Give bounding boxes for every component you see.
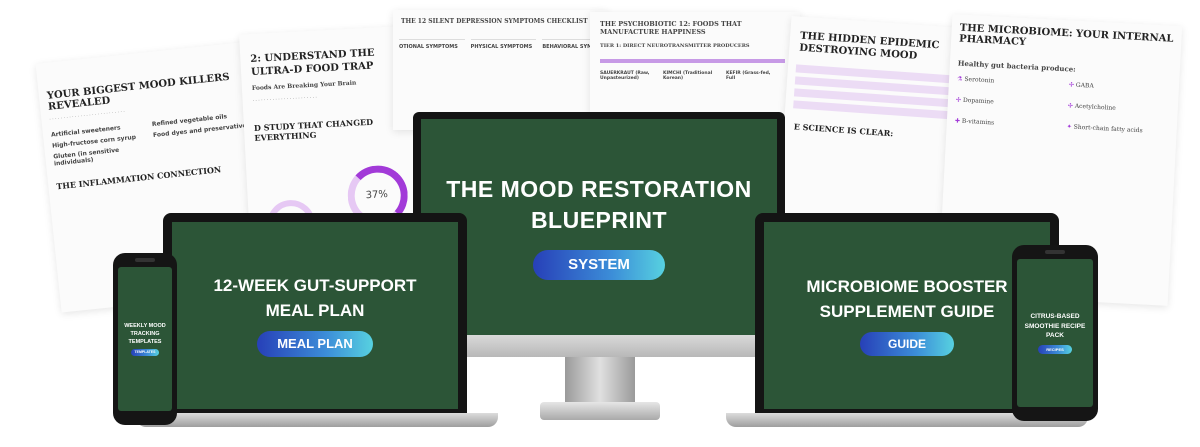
laptop-right-screen: MICROBIOME BOOSTER SUPPLEMENT GUIDE GUID… — [764, 222, 1050, 409]
doc-subtitle: Healthy gut bacteria produce: — [957, 58, 1076, 74]
pill-icon: ✚ — [954, 117, 961, 125]
monitor-chin — [413, 335, 785, 357]
doc-title: THE 12 SILENT DEPRESSION SYMPTOMS CHECKL… — [401, 18, 588, 25]
section-heading: THE INFLAMMATION CONNECTION — [55, 164, 222, 192]
doc-title: THE PSYCHOBIOTIC 12: FOODS THAT MANUFACT… — [600, 20, 742, 37]
badge-guide: GUIDE — [860, 332, 954, 357]
product-title-line1: THE MOOD RESTORATION — [446, 175, 752, 202]
phone-right-screen: CITRUS-BASED SMOOTHIE RECIPE PACK RECIPE… — [1017, 259, 1093, 407]
product-title-line2: TEMPLATES — [128, 339, 162, 346]
stat-value: 37% — [365, 189, 389, 202]
molecule-icon: ✣ — [1067, 102, 1074, 110]
chain-icon: ✦ — [1066, 123, 1072, 131]
laptop-right: MICROBIOME BOOSTER SUPPLEMENT GUIDE GUID… — [755, 213, 1059, 413]
badge-recipes: RECIPES — [1038, 345, 1072, 355]
column-header: PHYSICAL SYMPTOMS — [470, 39, 537, 50]
food-item: SAUERKRAUT (Raw, Unpasteurized) — [600, 70, 650, 81]
doc-checklist: THE 12 SILENT DEPRESSION SYMPTOMS CHECKL… — [393, 10, 608, 130]
desktop-monitor: THE MOOD RESTORATION BLUEPRINT SYSTEM — [413, 112, 785, 357]
badge-templates: TEMPLATES — [131, 349, 159, 357]
food-item: KIMCHI (Traditional Korean) — [663, 70, 713, 81]
doc-title: THE MICROBIOME: YOUR INTERNAL PHARMACY — [958, 22, 1174, 49]
column-header: OTIONAL SYMPTOMS — [399, 39, 465, 50]
phone-left-screen: WEEKLY MOOD TRACKING TEMPLATES TEMPLATES — [118, 267, 172, 411]
monitor-stand-base — [540, 402, 660, 420]
list-item: Serotonin — [964, 75, 995, 85]
laptop-left-base — [136, 413, 498, 427]
list-item: Dopamine — [962, 96, 994, 106]
laptop-left-screen: 12-WEEK GUT-SUPPORT MEAL PLAN MEAL PLAN — [172, 222, 458, 409]
doc-title: 2: UNDERSTAND THE ULTRA-D FOOD TRAP — [250, 47, 375, 78]
product-title-line2: MEAL PLAN — [265, 300, 365, 320]
molecule-icon: ✣ — [955, 96, 962, 104]
laptop-left: 12-WEEK GUT-SUPPORT MEAL PLAN MEAL PLAN — [163, 213, 467, 413]
badge-meal-plan: MEAL PLAN — [257, 331, 373, 358]
flask-icon: ⚗ — [956, 75, 963, 83]
phone-left: WEEKLY MOOD TRACKING TEMPLATES TEMPLATES — [113, 253, 177, 425]
monitor-stand-neck — [565, 357, 635, 407]
food-item: KEFIR (Grass-fed, Full — [726, 70, 771, 81]
badge-system: SYSTEM — [533, 250, 665, 281]
monitor-screen: THE MOOD RESTORATION BLUEPRINT SYSTEM — [421, 119, 777, 335]
molecule-icon: ✣ — [1068, 81, 1075, 89]
product-title-line2: SMOOTHIE RECIPE PACK — [1024, 322, 1086, 340]
tier-heading: TIER 1: DIRECT NEUROTRANSMITTER PRODUCER… — [600, 42, 750, 49]
phone-notch — [135, 258, 155, 262]
column-header: BEHAVIORAL SYMP — [542, 39, 608, 50]
section-heading: E SCIENCE IS CLEAR: — [793, 121, 894, 139]
product-title-line1: MICROBIOME BOOSTER — [806, 276, 1008, 296]
product-title-line1: WEEKLY MOOD TRACKING — [124, 322, 166, 337]
product-title-line1: 12-WEEK GUT-SUPPORT — [213, 275, 417, 295]
list-item: Acetylcholine — [1074, 102, 1116, 112]
product-title-line2: BLUEPRINT — [530, 207, 668, 233]
list-item: B-vitamins — [961, 117, 995, 127]
section-heading: D STUDY THAT CHANGED EVERYTHING — [253, 116, 374, 144]
phone-notch — [1045, 250, 1065, 254]
timeline-bar — [600, 58, 785, 63]
list-item: Short-chain fatty acids — [1073, 123, 1143, 135]
doc-subtitle: Foods Are Breaking Your Brain — [251, 79, 357, 93]
list-item: GABA — [1075, 81, 1094, 90]
doc-title: THE HIDDEN EPIDEMIC DESTROYING MOOD — [798, 30, 940, 62]
product-title-line2: SUPPLEMENT GUIDE — [819, 301, 995, 321]
phone-right: CITRUS-BASED SMOOTHIE RECIPE PACK RECIPE… — [1012, 245, 1098, 421]
product-title-line1: CITRUS-BASED — [1030, 312, 1080, 320]
laptop-right-base — [726, 413, 1088, 427]
